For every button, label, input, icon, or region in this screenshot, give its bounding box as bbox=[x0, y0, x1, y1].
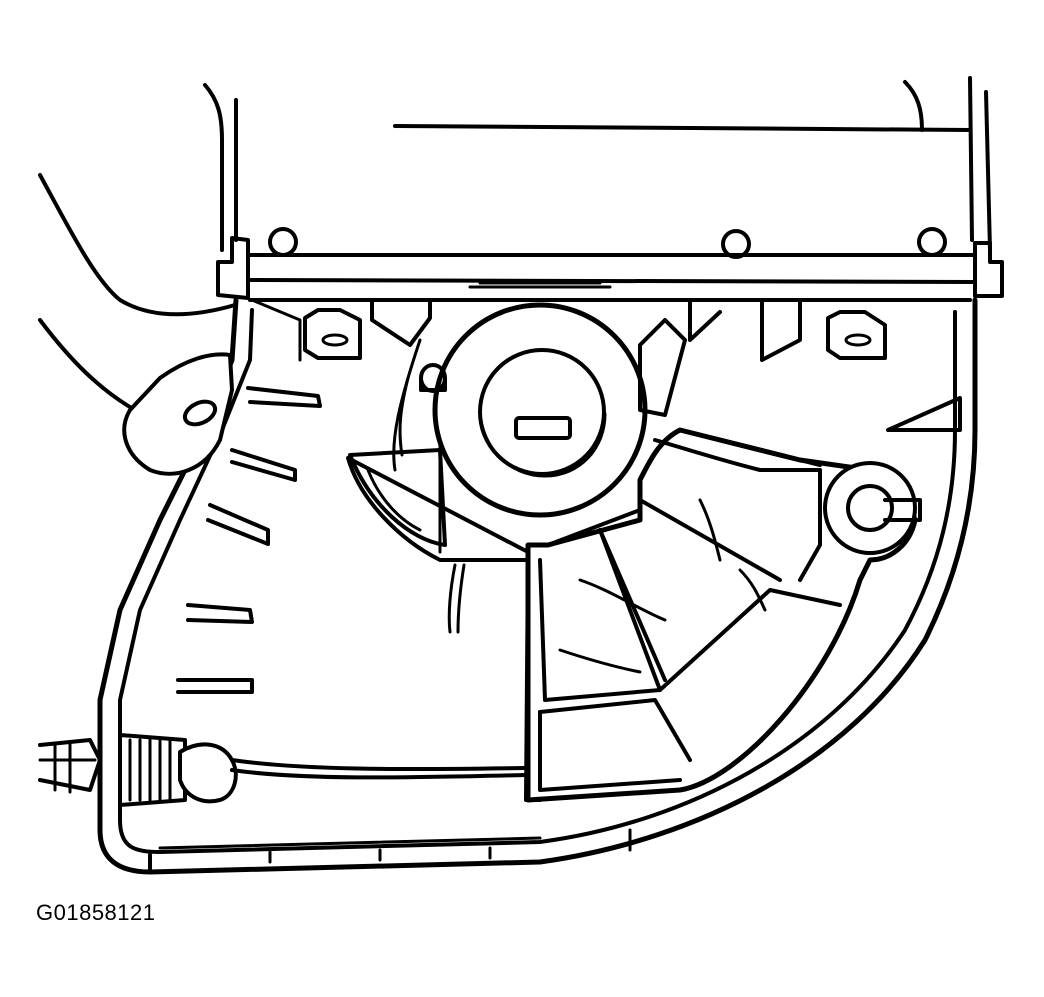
detent-ring-hole bbox=[846, 484, 894, 532]
hub-outer bbox=[432, 302, 648, 518]
figure-id-label: G01858121 bbox=[36, 900, 156, 925]
ear-hole bbox=[182, 399, 218, 427]
selector-hub bbox=[346, 302, 687, 802]
detent-ring bbox=[823, 461, 917, 555]
connector-assembly bbox=[38, 733, 527, 807]
left-ribs bbox=[176, 298, 322, 694]
upper-tabs bbox=[303, 300, 962, 432]
upper-housing bbox=[203, 76, 1004, 302]
ear-bracket bbox=[122, 352, 234, 476]
wire-harness-left bbox=[38, 173, 237, 412]
mounting-hole-center bbox=[721, 229, 751, 259]
sector-details bbox=[392, 338, 442, 554]
mounting-plate bbox=[97, 297, 978, 875]
mounting-hole-left bbox=[268, 227, 298, 257]
shaft-slot bbox=[514, 416, 572, 440]
detent-sector bbox=[525, 427, 922, 803]
mounting-hole-right bbox=[917, 227, 947, 257]
